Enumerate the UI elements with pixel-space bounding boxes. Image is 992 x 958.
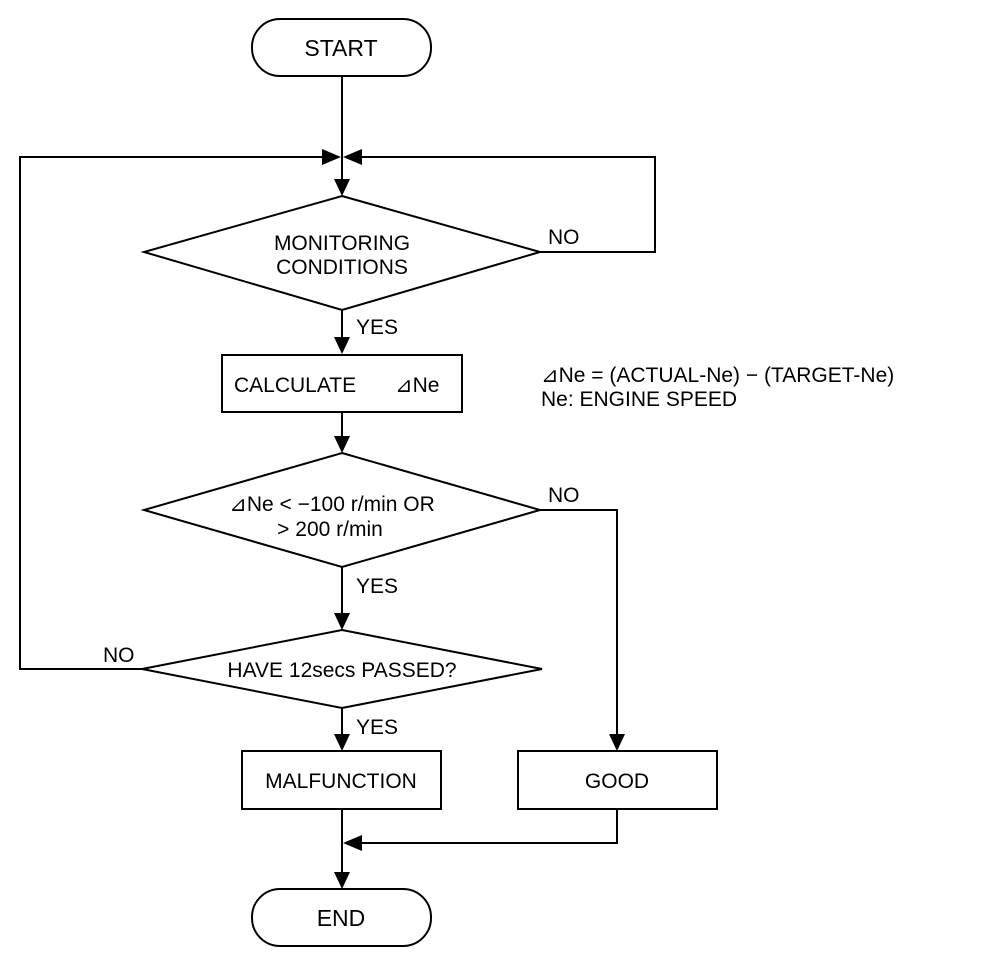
malfunction-process [241,750,442,810]
timer-yes-label: YES [356,716,398,739]
good-process [517,750,718,810]
arrowhead-into-timer [334,613,350,630]
timer-decision [141,628,543,710]
calculate-process [221,354,463,413]
arrowhead-good-merge [343,835,362,851]
arrowhead-monitoring-no-return [343,149,362,165]
edge-monitoring-no-loop [360,156,656,253]
delta-ne-decision [140,451,544,569]
calculate-symbol: ⊿Ne [395,374,439,397]
monitoring-yes-label: YES [356,316,398,339]
timer-label: HAVE 12secs PASSED? [227,659,456,682]
end-label: END [317,905,366,931]
formula-note: ⊿Ne = (ACTUAL-Ne) − (TARGET-Ne) [541,364,894,387]
arrowhead-into-end [334,872,350,889]
calculate-label: CALCULATE [234,374,356,397]
start-label: START [304,35,377,61]
monitoring-label-line1: MONITORING [274,232,410,255]
timer-no-label: NO [103,644,135,667]
arrowhead-into-good [609,734,625,751]
end-terminator [251,888,432,947]
arrowhead-into-monitoring [334,179,350,196]
edge-compare-no [540,509,618,735]
compare-yes-label: YES [356,575,398,598]
arrowhead-into-compare [334,436,350,453]
compare-label-line2: > 200 r/min [277,518,383,541]
malfunction-label: MALFUNCTION [265,770,417,793]
monitoring-conditions-decision [140,194,544,312]
ne-definition-note: Ne: ENGINE SPEED [541,388,737,411]
monitoring-label-line2: CONDITIONS [276,256,408,279]
monitoring-no-label: NO [548,226,580,249]
edge-good-to-merge [360,809,618,844]
arrowhead-timer-no-return [322,149,341,165]
good-label: GOOD [585,770,649,793]
edge-timer-no-loop [19,156,324,670]
compare-label-line1: ⊿Ne < −100 r/min OR [229,493,435,516]
arrowhead-into-calculate [334,337,350,354]
start-terminator [251,18,432,77]
arrowhead-into-malfunction [334,734,350,751]
compare-no-label: NO [548,484,580,507]
